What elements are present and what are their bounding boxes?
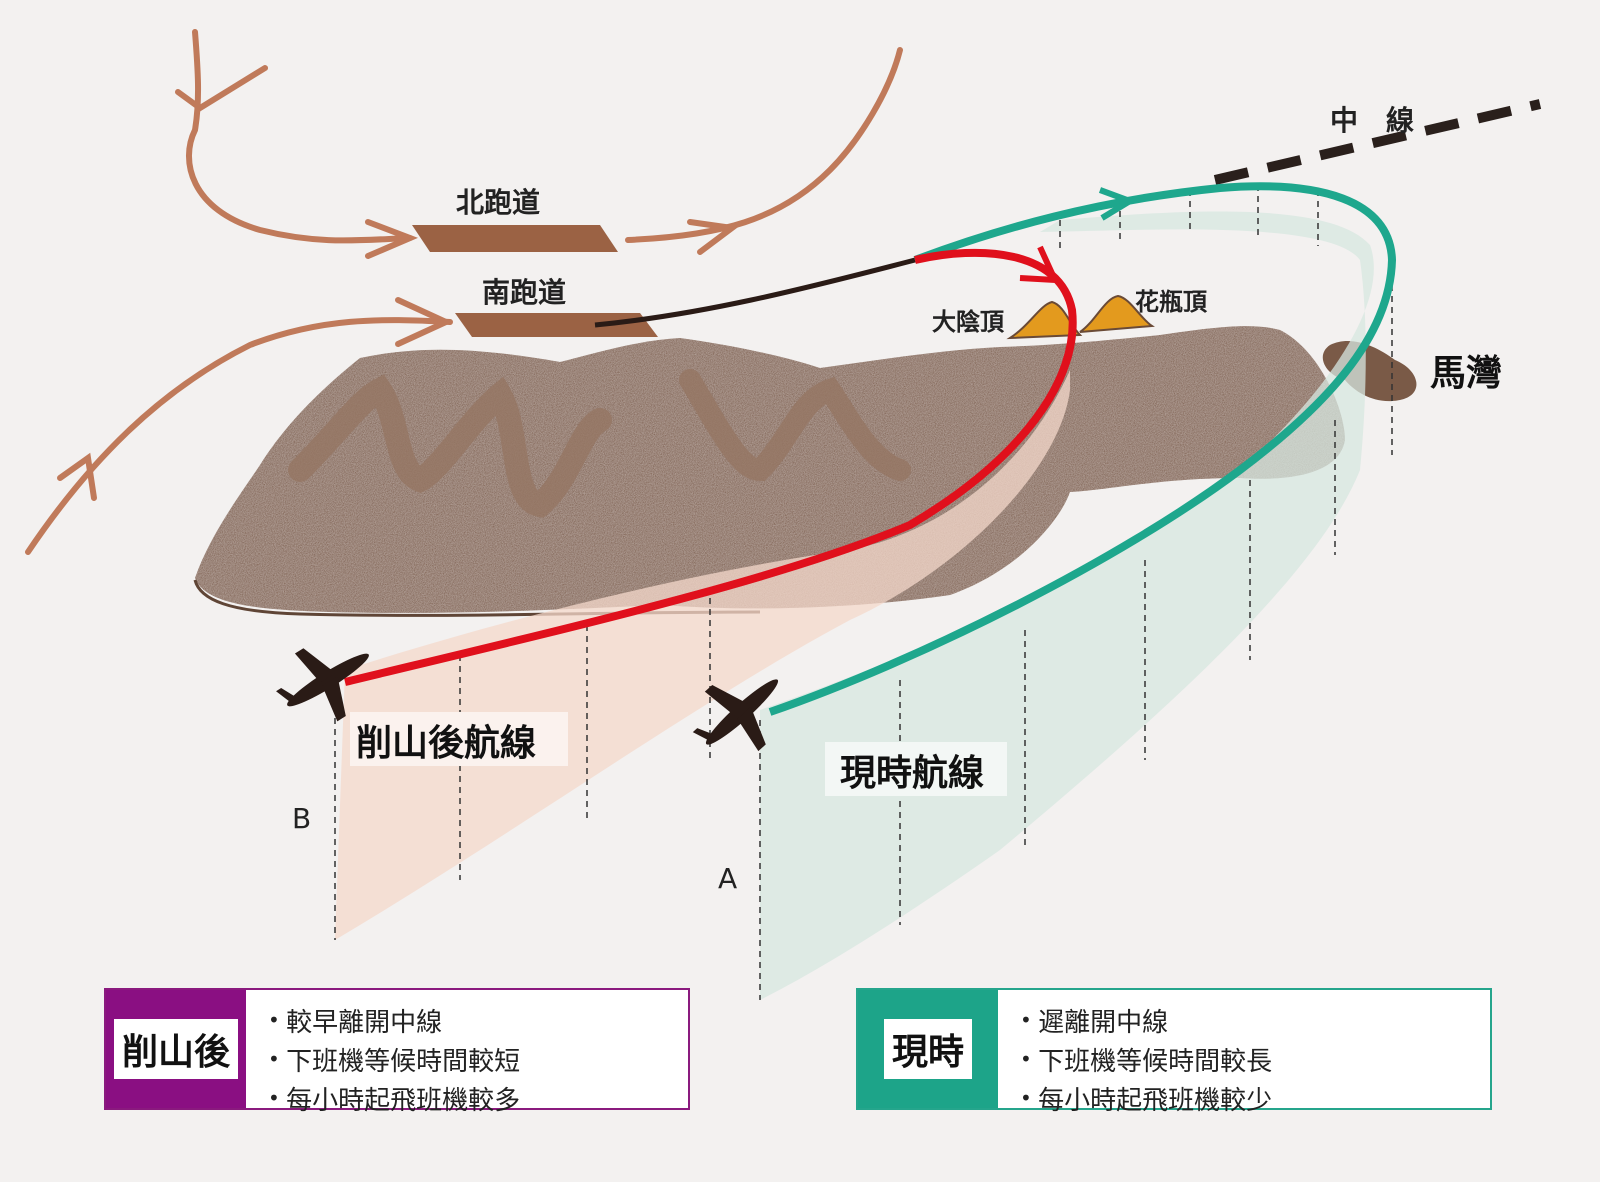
south-runway-label: 南跑道: [482, 276, 566, 309]
departure-arrow-north: [625, 47, 903, 243]
legend-current-item: 下班機等候時間較長: [1020, 1041, 1272, 1080]
legend-current-item: 每小時起飛班機較少: [1020, 1080, 1272, 1119]
point-b-label: B: [292, 802, 311, 835]
after-route-line: [344, 248, 1077, 686]
legend-current-swatch: 現時: [858, 990, 998, 1108]
legend-current-item: 遲離開中線: [1020, 1002, 1272, 1041]
current-route-ribbon: [760, 211, 1374, 1000]
legend-current-list: 遲離開中線 下班機等候時間較長 每小時起飛班機較少: [998, 990, 1272, 1116]
legend-after-item: 較早離開中線: [268, 1002, 520, 1041]
arrowhead-north-runway: [365, 219, 418, 259]
legend-after-title: 削山後: [113, 1019, 238, 1079]
aircraft-icon-b: [276, 648, 369, 722]
ribbon-dashed-guides: [334, 185, 1393, 1000]
approach-arrow-north: [186, 29, 413, 244]
current-route-line: [768, 182, 1397, 716]
legend-after-swatch: 削山後: [106, 990, 246, 1108]
fa-ping-peak-label: 花瓶頂: [1135, 288, 1208, 316]
traffic-flow-arrows: [25, 29, 903, 555]
legend-after-list: 較早離開中線 下班機等候時間較短 每小時起飛班機較多: [246, 990, 520, 1116]
centerline-label: 中 線: [1330, 104, 1414, 137]
current-route-label-bg: [825, 742, 1007, 796]
runway-departure-track: [594, 257, 916, 328]
tai-yam-peak-label: 大陰頂: [932, 308, 1005, 336]
legend-after-item: 下班機等候時間較短: [268, 1041, 520, 1080]
point-a-label: A: [718, 862, 737, 895]
centerline-dashes: [1213, 99, 1542, 185]
aircraft-icon-a: [692, 679, 779, 752]
after-route-arrowhead: [1019, 245, 1060, 284]
current-route-label: 現時航線: [840, 752, 984, 794]
after-route-label: 削山後航線: [356, 722, 536, 764]
arrowhead-departure-north: [687, 219, 740, 255]
ma-wan-label: 馬灣: [1430, 353, 1502, 394]
current-route-arrowhead: [1098, 187, 1137, 221]
north-runway: [412, 225, 618, 252]
legend-current-title: 現時: [883, 1019, 972, 1079]
approach-arrow-south: [25, 317, 453, 555]
after-route-label-bg: [350, 712, 568, 766]
legend-current: 現時 遲離開中線 下班機等候時間較長 每小時起飛班機較少: [856, 988, 1492, 1116]
arrowhead-south-lower: [57, 452, 97, 501]
arrowhead-north-top: [175, 65, 268, 112]
legend-after-item: 每小時起飛班機較多: [268, 1080, 520, 1119]
legend-after-cut: 削山後 較早離開中線 下班機等候時間較短 每小時起飛班機較多: [104, 988, 690, 1116]
peak-fa-ping: [1076, 294, 1155, 334]
north-runway-label: 北跑道: [456, 186, 540, 219]
after-route-ribbon: [335, 370, 1070, 940]
arrowhead-south-runway: [395, 297, 454, 347]
south-runway: [455, 313, 658, 337]
